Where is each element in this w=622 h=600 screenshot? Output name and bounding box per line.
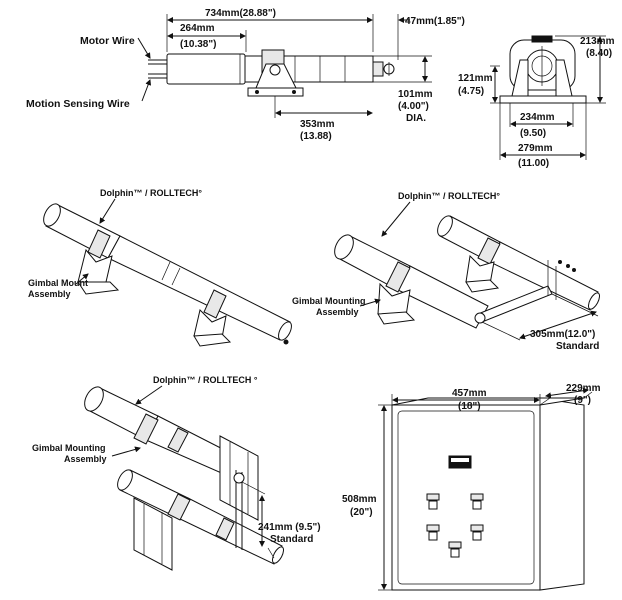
tube-dia-in-label: (4.00") <box>398 101 429 112</box>
double-roller-iso-drawing <box>334 215 601 341</box>
double-product-label: Dolphin™ / ROLLTECH° <box>398 191 500 201</box>
box-height-label: 508mm <box>342 494 377 505</box>
stacked-spacing-label-2: Standard <box>270 534 313 545</box>
motor-wire-label: Motor Wire <box>80 35 135 47</box>
double-mount-label-2: Assembly <box>316 307 359 317</box>
base-outer-label: 279mm <box>518 143 553 154</box>
motor-length-in-label: (10.38") <box>180 39 216 50</box>
single-mount-leader <box>75 273 89 285</box>
control-box-drawing <box>378 387 593 591</box>
single-product-leader <box>99 198 116 224</box>
stacked-mount-label-2: Assembly <box>64 454 107 464</box>
single-mount-label: Gimbal Mount <box>28 278 88 288</box>
box-depth-label: 229mm <box>566 383 601 394</box>
base-inner-in-label: (9.50) <box>520 128 546 139</box>
end-height-in-label: (4.75) <box>458 86 484 97</box>
box-width-in-label: (18") <box>458 401 481 412</box>
box-height-in-label: (20") <box>350 507 373 518</box>
mount-offset-in-label: (13.88) <box>300 131 332 142</box>
overall-length-label: 734mm(28.88") <box>205 8 276 19</box>
double-mount-label: Gimbal Mounting <box>292 296 366 306</box>
stacked-product-label: Dolphin™ / ROLLTECH ° <box>153 375 258 385</box>
motor-length-label: 264mm <box>180 23 215 34</box>
mount-offset-label: 353mm <box>300 119 335 130</box>
tube-dia-suffix-label: DIA. <box>406 113 426 124</box>
double-product-leader <box>381 201 411 237</box>
stacked-product-leader <box>135 385 163 405</box>
double-spacing-label-2: Standard <box>556 341 599 352</box>
tube-dia-label: 101mm <box>398 89 433 100</box>
double-spacing-label: 305mm(12.0") <box>530 329 595 340</box>
single-roller-iso-drawing <box>43 203 292 347</box>
single-product-label: Dolphin™ / ROLLTECH° <box>100 188 202 198</box>
end-view-drawing <box>490 35 606 160</box>
base-inner-label: 234mm <box>520 112 555 123</box>
box-width-label: 457mm <box>452 388 487 399</box>
single-mount-label-2: Assembly <box>28 289 71 299</box>
stacked-roller-iso-drawing <box>84 386 285 571</box>
double-mount-leader <box>359 298 381 307</box>
end-total-height-in-label: (8.40) <box>586 48 612 59</box>
base-outer-in-label: (11.00) <box>518 158 549 169</box>
stacked-spacing-label: 241mm (9.5") <box>258 522 321 533</box>
end-length-label: 47mm(1.85") <box>405 16 465 27</box>
stacked-mount-label: Gimbal Mounting <box>32 443 106 453</box>
side-view-drawing <box>137 14 432 118</box>
box-depth-in-label: (9") <box>574 395 591 406</box>
end-total-height-label: 213mm <box>580 36 615 47</box>
stacked-mount-leader <box>111 446 141 457</box>
motion-wire-label: Motion Sensing Wire <box>26 98 130 110</box>
end-height-label: 121mm <box>458 73 493 84</box>
